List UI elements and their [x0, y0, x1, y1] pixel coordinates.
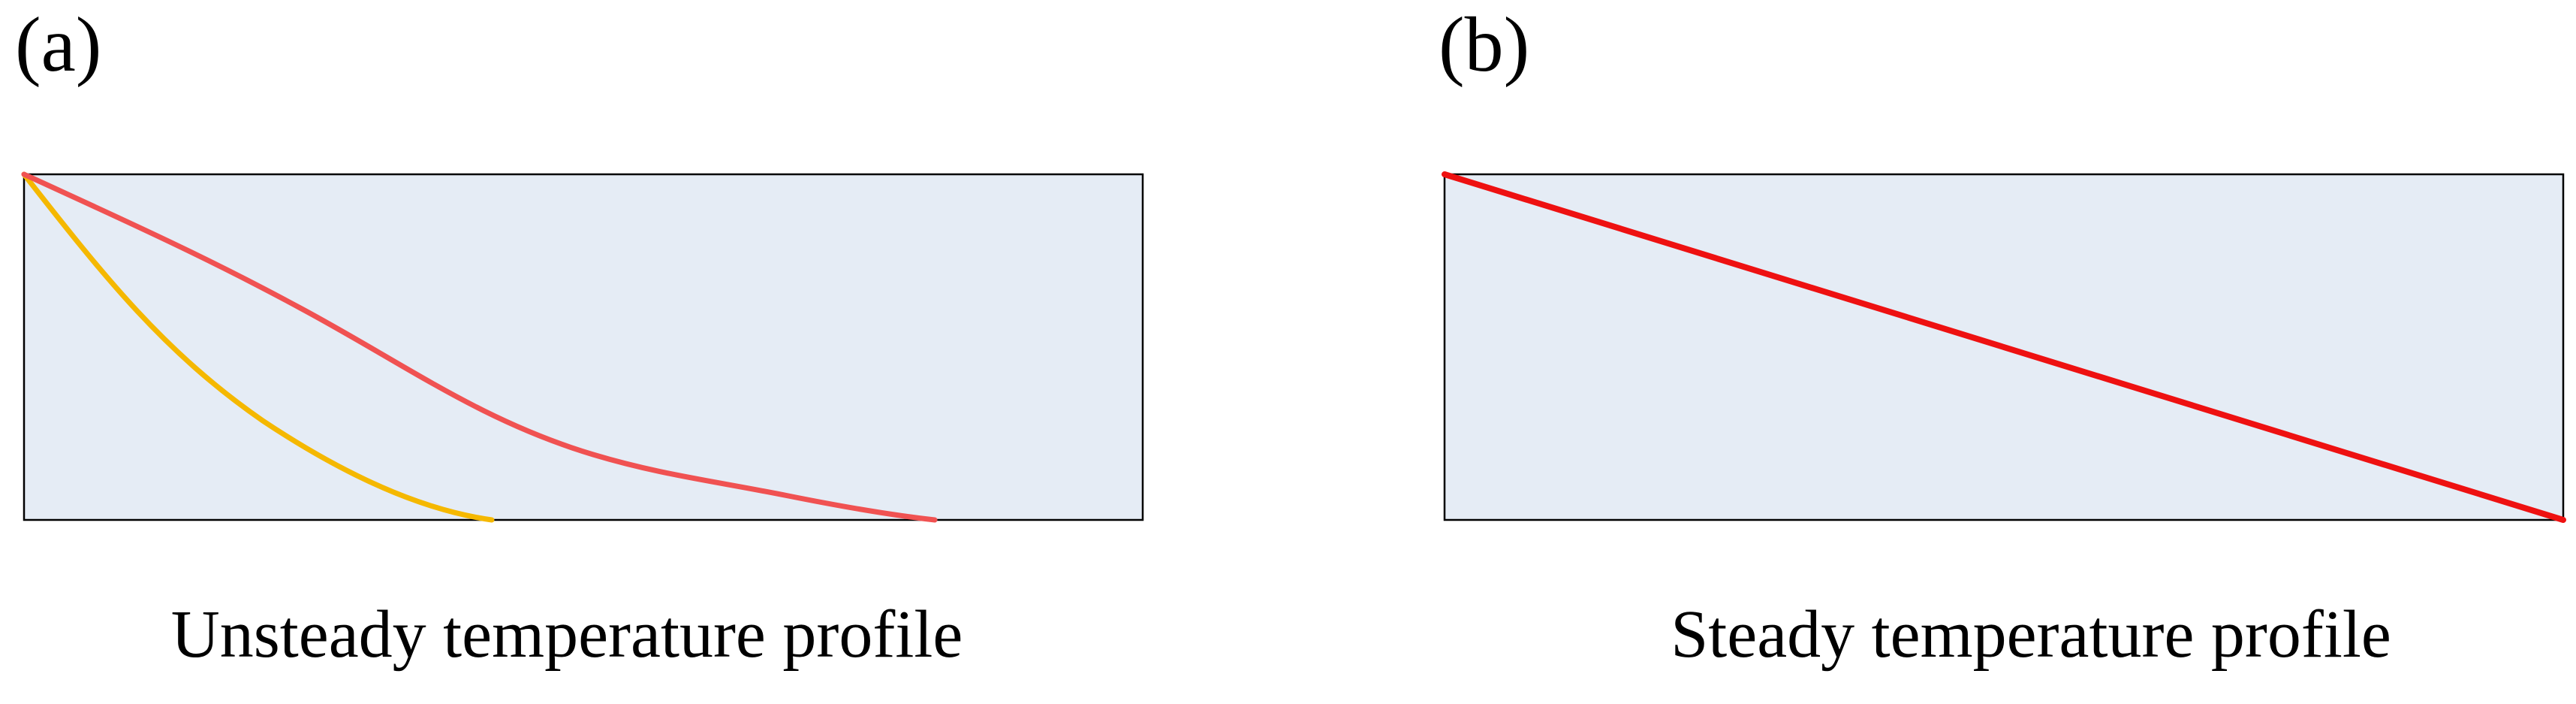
panel-b-label: (b): [1439, 2, 1530, 88]
panel-b: [1442, 171, 2566, 523]
unsteady-profile-curve-early: [21, 171, 495, 523]
panel-a-domain-box: [23, 173, 1144, 521]
steady-profile-line: [1442, 171, 2566, 523]
panel-a-label: (a): [15, 2, 102, 88]
unsteady-profile-curve-late: [21, 171, 938, 523]
panel-b-caption: Steady temperature profile: [1671, 597, 2391, 672]
panel-a-caption: Unsteady temperature profile: [170, 597, 963, 672]
panel-a: [21, 171, 1144, 523]
